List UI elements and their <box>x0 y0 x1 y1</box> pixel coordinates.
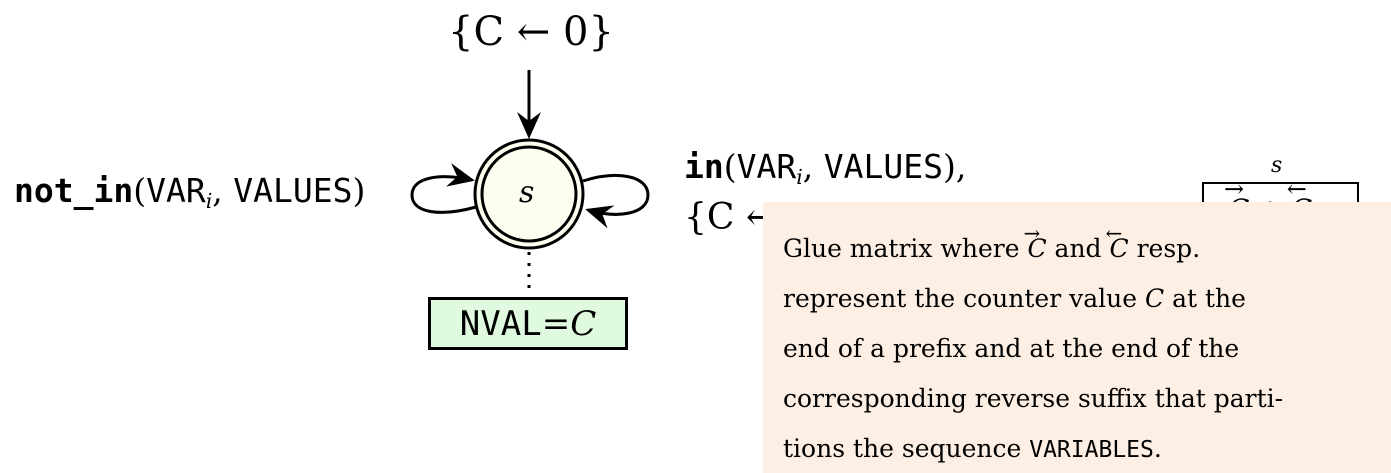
initial-assignment-text: {C ← 0} <box>448 9 614 55</box>
loop-left-condition: not_in(VARi, VALUES) <box>14 174 365 212</box>
result-box: NVAL = C <box>428 297 628 350</box>
loop-right-var: VAR <box>736 147 797 186</box>
state-label: s <box>519 175 535 210</box>
left-arrow-icon: ← <box>1105 221 1123 245</box>
note-line-2: represent the counter value C at the <box>783 284 1246 313</box>
glue-top-state: s <box>1271 153 1283 178</box>
loop-right-index: i <box>796 165 803 190</box>
loop-left-open: ( <box>133 171 147 210</box>
initial-assignment-label: {C ← 0} <box>448 12 614 52</box>
loop-right-fn: in <box>684 147 724 186</box>
note-line-1: Glue matrix where →C and ←C resp. <box>783 221 1373 274</box>
glue-matrix-note: Glue matrix where →C and ←C resp. repres… <box>763 202 1391 473</box>
loop-right-update: {C ← <box>684 197 777 238</box>
note-line-5: tions the sequence VARIABLES. <box>783 434 1162 463</box>
loop-right-condition: in(VARi, VALUES), <box>684 150 966 188</box>
loop-right-close: ), <box>942 147 967 186</box>
state-outer-ring <box>473 138 585 250</box>
loop-left-index: i <box>205 189 213 214</box>
right-arrow-icon: → <box>1224 175 1245 203</box>
note-forward-counter: →C <box>1023 221 1046 274</box>
loop-left-sep: , <box>212 171 234 210</box>
result-var: C <box>570 303 597 344</box>
result-equals: = <box>541 303 571 344</box>
state-inner-ring <box>480 145 578 243</box>
loop-left-close: ) <box>352 171 366 210</box>
self-loop-right <box>582 174 650 229</box>
loop-left-values: VALUES <box>233 171 353 210</box>
loop-right-sep: , <box>802 147 824 186</box>
note-line-3: end of a prefix and at the end of the <box>783 334 1240 363</box>
loop-right-open: ( <box>723 147 737 186</box>
right-arrow-icon: → <box>1023 221 1041 245</box>
note-line-4: corresponding reverse suffix that parti- <box>783 384 1284 413</box>
note-backward-counter: ←C <box>1106 221 1129 274</box>
self-loop-left <box>410 163 477 214</box>
left-arrow-icon: ← <box>1286 175 1307 203</box>
loop-right-values: VALUES <box>823 147 943 186</box>
loop-left-fn: not_in <box>14 171 134 210</box>
result-name: NVAL <box>459 303 542 344</box>
loop-left-var: VAR <box>146 171 206 210</box>
